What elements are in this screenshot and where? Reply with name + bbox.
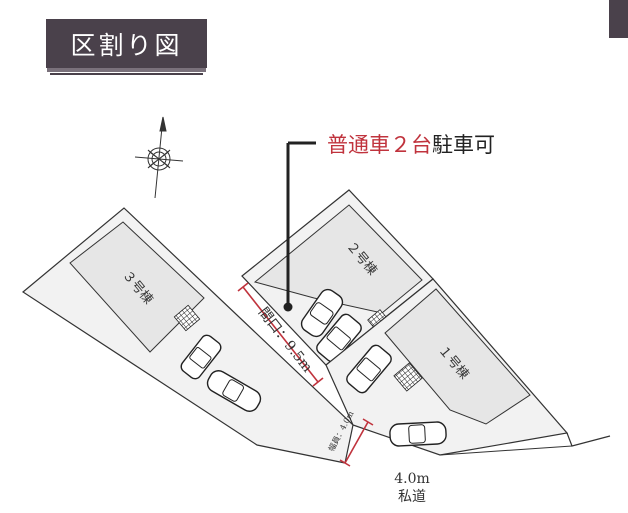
utility-meter-icon (393, 362, 423, 392)
parked-car-icon (316, 313, 362, 363)
utility-meter-icon (173, 304, 201, 332)
callout-suffix: 駐車可 (432, 133, 495, 157)
lot-2 (241, 189, 434, 366)
page-title: 区割り図 (46, 19, 207, 75)
parked-car-icon (346, 344, 392, 394)
lot-1 (325, 278, 569, 456)
frontage-dimension (237, 282, 324, 387)
north-compass-icon (134, 116, 184, 199)
road-edge (439, 445, 573, 456)
callout-text: 普通車２台駐車可 (327, 133, 495, 157)
corner-tab (609, 0, 628, 38)
parked-car-icon (300, 288, 344, 338)
page-title-text: 区割り図 (70, 30, 183, 60)
callout-highlight: 普通車２台 (327, 133, 432, 157)
road-edge (566, 432, 611, 447)
callout-marker-icon (283, 302, 293, 312)
parked-car-icon (206, 370, 262, 412)
parked-car-icon (180, 334, 222, 380)
road-width-text: 4.0m (394, 471, 430, 487)
parked-car-icon (389, 421, 447, 447)
lot-3 (21, 207, 354, 464)
parking-callout: 普通車２台駐車可 (283, 133, 495, 312)
road-width-dimension (339, 418, 374, 467)
road-type-text: 私道 (398, 489, 426, 505)
